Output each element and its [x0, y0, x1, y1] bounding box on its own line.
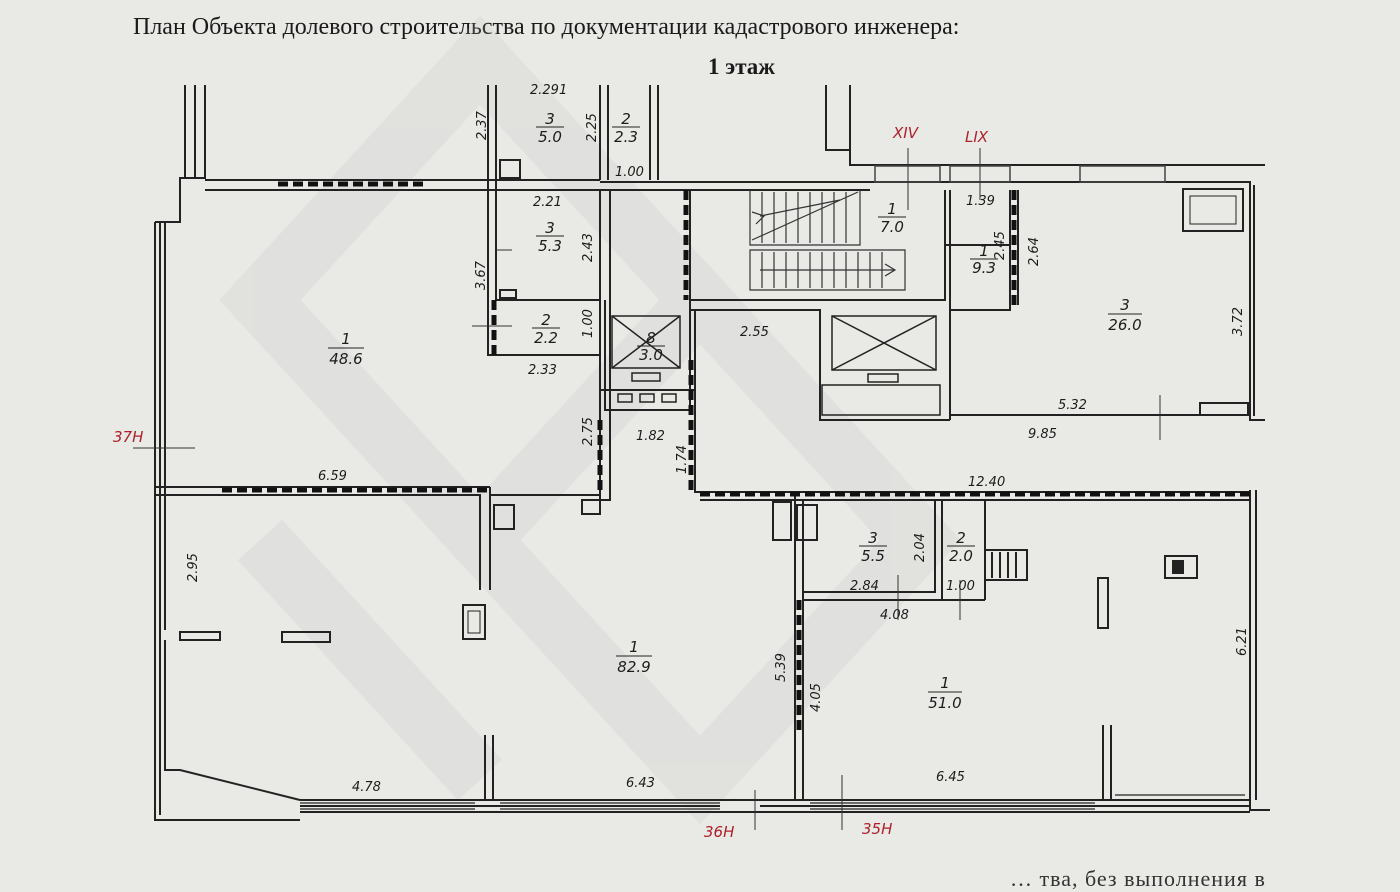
room-label: 3 5.3 [536, 219, 564, 255]
room-label: 2 2.0 [947, 529, 975, 565]
dimension: 2.37 [475, 110, 490, 140]
dimension: 1.74 [675, 445, 690, 474]
dimension: 3.67 [474, 260, 489, 290]
dimension: 5.39 [774, 653, 789, 682]
elevator-shafts [611, 315, 941, 416]
dimension: 2.95 [186, 553, 201, 582]
room-label: 1 9.3 [970, 242, 998, 277]
room-number: 3 [1120, 296, 1130, 314]
dimension: 2.55 [740, 325, 769, 340]
room-label: 1 82.9 [616, 638, 652, 676]
room-number: 3 [868, 529, 878, 547]
dimension: 1.39 [966, 194, 995, 209]
dimension: 3.72 [1231, 307, 1246, 336]
room-area: 2.2 [534, 329, 558, 347]
room-label: 3 26.0 [1108, 296, 1142, 334]
footer-partial-text: … тва, без выполнения в [1010, 866, 1266, 891]
dimension: 2.75 [581, 417, 596, 446]
dimension: 2.64 [1027, 237, 1042, 266]
room-area: 26.0 [1108, 316, 1141, 334]
room-area: 2.0 [949, 547, 973, 565]
dimension: 1.82 [636, 429, 665, 444]
interior-walls [155, 85, 1250, 800]
room-area: 2.3 [614, 128, 638, 146]
room-labels: 1 48.6 1 82.9 1 51.0 3 26.0 3 5.0 2 2.3 [328, 110, 1142, 712]
room-area: 82.9 [617, 658, 650, 676]
room-number: 1 [629, 638, 639, 656]
axis-label-36h: 36Н [704, 823, 734, 841]
staircase [749, 190, 906, 291]
dimension: 4.08 [880, 608, 909, 623]
dimension: 2.33 [528, 363, 557, 378]
axis-label-lix: LIX [965, 128, 989, 146]
room-label: 2 2.2 [532, 311, 560, 347]
room-area: 51.0 [928, 694, 961, 712]
dimension: 12.40 [968, 475, 1005, 490]
floor-title: 1 этаж [708, 54, 775, 79]
room-area: 5.3 [538, 237, 562, 255]
dimension: 1.00 [581, 309, 596, 338]
room-area: 5.0 [538, 128, 562, 146]
dimension: 6.21 [1235, 627, 1250, 656]
dimension: 2.45 [993, 231, 1008, 260]
dimension: 6.45 [936, 770, 965, 785]
columns [179, 159, 1249, 643]
room-number: 3 [545, 219, 555, 237]
room-number: 1 [341, 330, 351, 348]
dimension: 2.291 [530, 83, 567, 98]
room-number: 8 [646, 329, 656, 347]
room-label: 1 48.6 [328, 330, 364, 368]
document-title: План Объекта долевого строительства по д… [133, 14, 960, 40]
room-area: 3.0 [639, 346, 663, 364]
axis-label-xiv: XIV [892, 124, 920, 142]
room-area: 5.5 [861, 547, 885, 565]
dimension: 1.00 [615, 165, 644, 180]
room-label: 3 5.5 [859, 529, 887, 565]
dimension: 2.04 [913, 533, 928, 562]
room-label: 8 3.0 [637, 329, 665, 364]
room-number: 2 [956, 529, 966, 547]
dimension: 6.43 [626, 776, 655, 791]
windows [300, 165, 1245, 810]
dimension: 2.21 [533, 195, 562, 210]
dimension: 6.59 [318, 469, 347, 484]
room-number: 1 [940, 674, 950, 692]
axis-label-37h: 37Н [113, 428, 143, 446]
room-area: 7.0 [880, 218, 904, 236]
axis-lines [133, 148, 1161, 830]
dimension: 2.25 [585, 113, 600, 142]
room-number: 1 [979, 242, 989, 260]
dimension: 5.32 [1058, 398, 1087, 413]
dimension: 4.05 [809, 683, 824, 712]
room-number: 1 [887, 200, 897, 218]
dimension: 2.43 [581, 233, 596, 262]
room-number: 2 [621, 110, 631, 128]
axis-label-35h: 35Н [862, 820, 892, 838]
room-number: 3 [545, 110, 555, 128]
dimension: 1.00 [946, 579, 975, 594]
room-label: 3 5.0 [536, 110, 564, 146]
wall-hatching [222, 181, 1250, 730]
room-area: 48.6 [329, 350, 362, 368]
dimension: 2.84 [850, 579, 879, 594]
dimension-labels: 2.291 2.37 2.25 1.00 2.21 2.43 3.67 1.00… [186, 83, 1250, 795]
room-area: 9.3 [972, 259, 996, 277]
room-label: 2 2.3 [612, 110, 640, 146]
room-number: 2 [541, 311, 551, 329]
dimension: 9.85 [1028, 427, 1057, 442]
room-label: 1 51.0 [928, 674, 962, 712]
dimension: 4.78 [352, 780, 381, 795]
room-label: 1 7.0 [878, 200, 906, 236]
